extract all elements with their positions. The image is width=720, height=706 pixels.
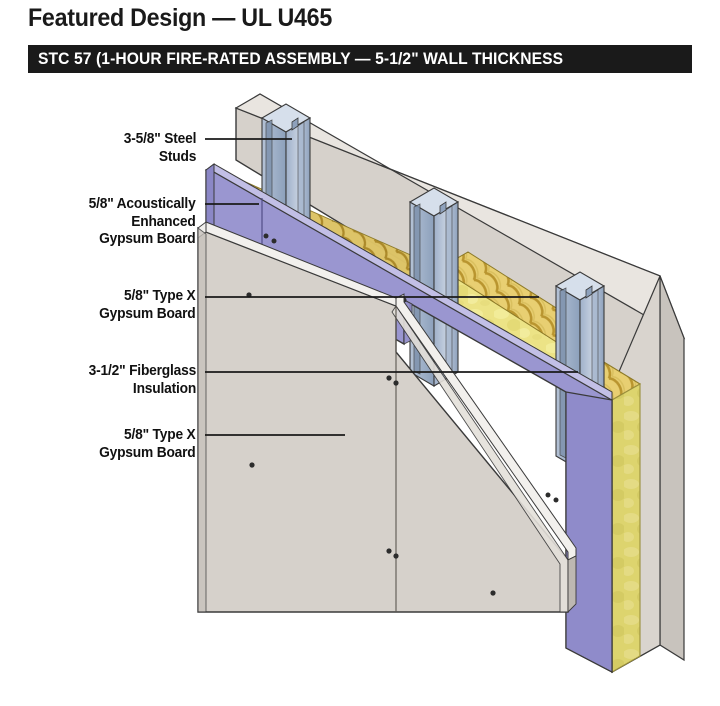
screw-dot <box>386 548 392 554</box>
screw-dot <box>386 375 392 381</box>
screw-dot <box>393 380 399 386</box>
screw-dot <box>263 233 269 239</box>
label-type-x-gypsum-board-top: 5/8" Type X Gypsum Board <box>99 288 197 322</box>
stc-rating-text: STC 57 (1-HOUR FIRE-RATED ASSEMBLY — 5-1… <box>38 49 564 68</box>
screw-dot <box>545 492 551 498</box>
screw-dot <box>553 497 559 503</box>
front-gypsum-board-layer <box>197 221 577 613</box>
screw-dot <box>393 553 399 559</box>
label-fiberglass-insulation: 3-1/2" Fiberglass Insulation <box>88 363 197 397</box>
screw-dot <box>271 238 277 244</box>
label-type-x-gypsum-board-bottom: 5/8" Type X Gypsum Board <box>99 427 197 461</box>
leader-lines <box>205 138 578 436</box>
screw-dot <box>490 590 496 596</box>
page-title: Featured Design — UL U465 <box>28 4 332 32</box>
stc-rating-banner: STC 57 (1-HOUR FIRE-RATED ASSEMBLY — 5-1… <box>28 45 692 73</box>
label-acoustic-gypsum-board: 5/8" Acoustically Enhanced Gypsum Board <box>89 196 196 247</box>
assembly-bottom-right-detail <box>567 555 577 614</box>
label-steel-studs: 3-5/8" Steel Studs <box>123 131 197 165</box>
screw-dot <box>249 462 255 468</box>
